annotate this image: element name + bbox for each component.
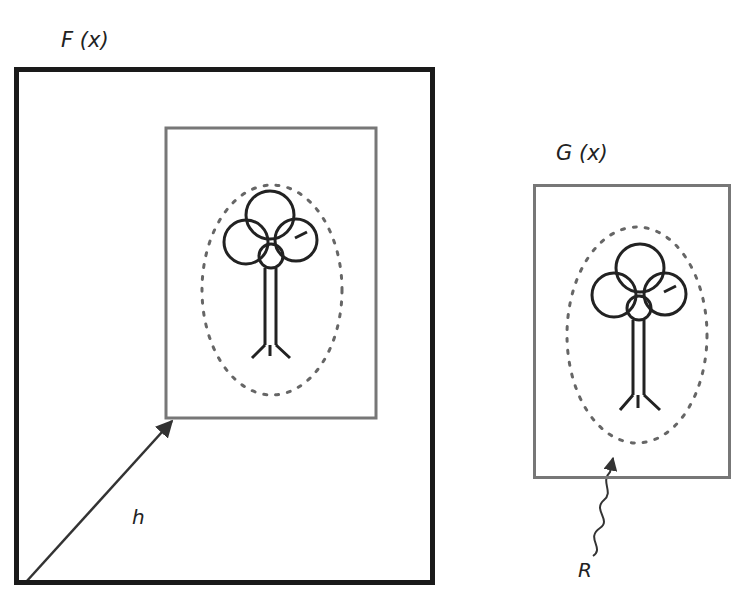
symbol-label: h xyxy=(132,505,145,529)
symbol-label: R xyxy=(578,558,592,582)
frame-title: F (x) xyxy=(61,28,109,52)
tree-figure xyxy=(567,227,707,443)
image-frame: F (x) xyxy=(14,67,435,585)
vector-arrow xyxy=(26,421,172,582)
frame-title: G (x) xyxy=(556,141,608,165)
image-frame: G (x) xyxy=(533,184,731,479)
tree-figure xyxy=(202,185,342,395)
leader-line xyxy=(593,458,613,556)
window-box xyxy=(166,128,376,418)
